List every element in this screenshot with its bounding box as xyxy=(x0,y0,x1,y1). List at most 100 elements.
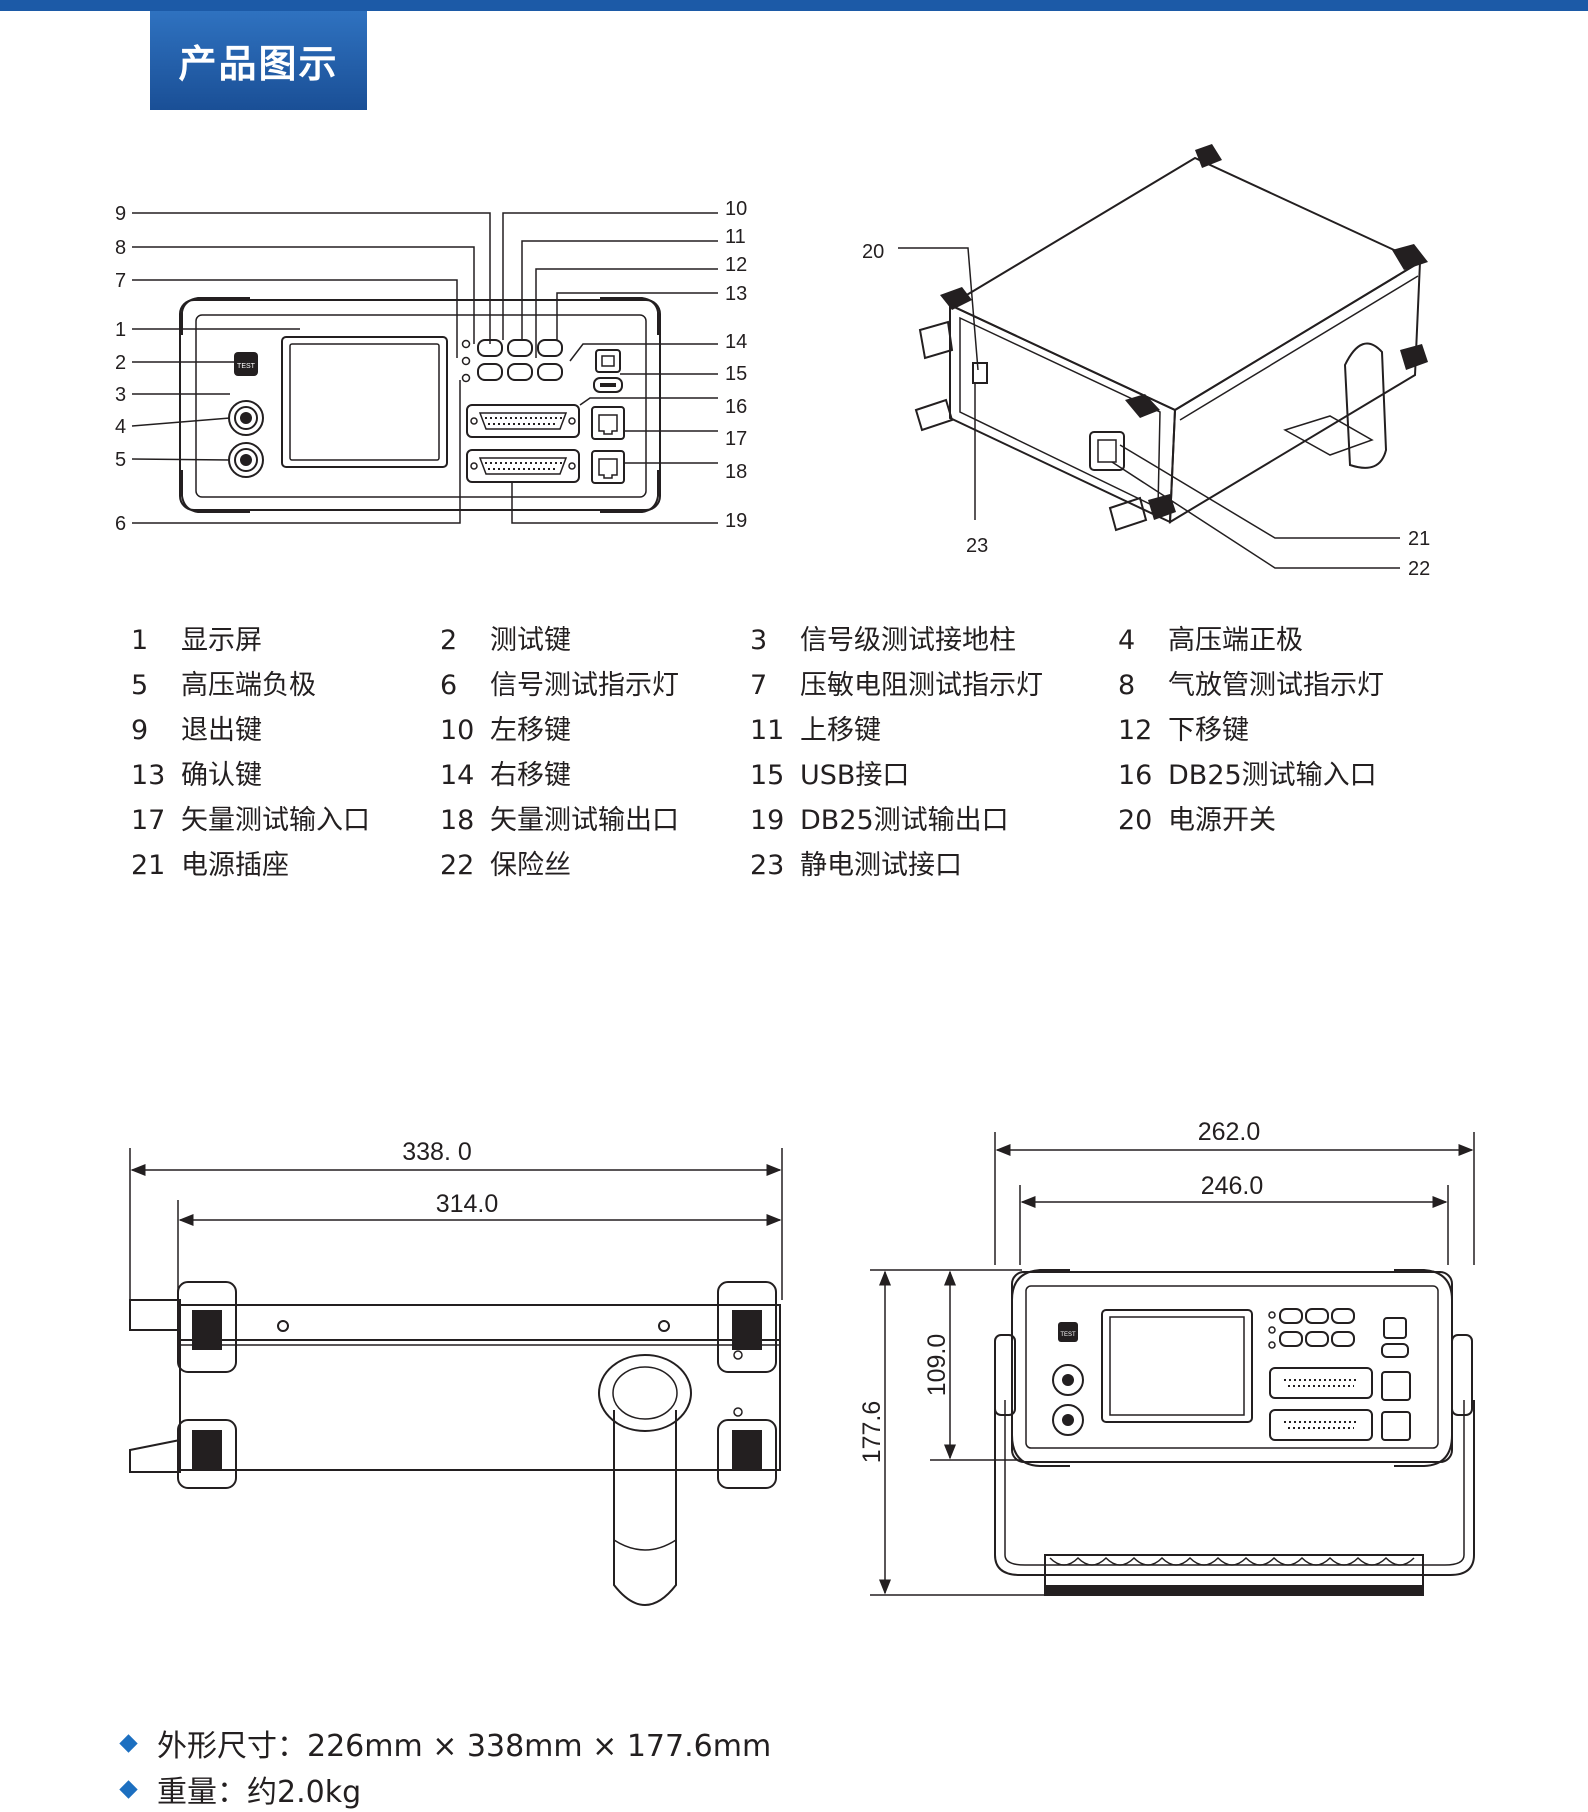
callout-9: 9 xyxy=(115,203,126,225)
legend-number: 11 xyxy=(750,715,785,746)
legend-number: 4 xyxy=(1118,625,1136,656)
down-key xyxy=(507,363,533,381)
legend-number: 9 xyxy=(131,715,149,746)
legend-item-4: 4 高压端正极 xyxy=(1118,618,1303,657)
dim-label-177: 177.6 xyxy=(858,1401,886,1464)
legend-item-7: 7 压敏电阻测试指示灯 xyxy=(750,663,1043,702)
led-gas-tube xyxy=(461,339,471,349)
spec-weight: 重量：约2.0kg xyxy=(118,1766,771,1812)
callout-17: 17 xyxy=(725,428,747,450)
legend-label: 静电测试接口 xyxy=(800,850,962,881)
display-screen xyxy=(281,336,448,468)
db25-input-port xyxy=(466,404,580,438)
callout-3: 3 xyxy=(115,384,126,406)
dim-label-262: 262.0 xyxy=(1198,1118,1261,1146)
diamond-bullet-icon xyxy=(119,1779,138,1799)
legend-label: 信号测试指示灯 xyxy=(490,670,679,701)
legend-number: 6 xyxy=(440,670,458,701)
legend-item-16: 16 DB25测试输入口 xyxy=(1118,753,1377,792)
legend-item-11: 11 上移键 xyxy=(750,708,881,747)
page-title: 产品图示 xyxy=(150,11,367,110)
callout-8: 8 xyxy=(115,237,126,259)
side-view xyxy=(129,1281,781,1606)
legend-item-9: 9 退出键 xyxy=(131,708,262,747)
legend-number: 19 xyxy=(750,805,785,836)
diamond-bullet-icon xyxy=(119,1733,138,1753)
test-key-label: TEST xyxy=(237,363,256,370)
callout-18: 18 xyxy=(725,461,747,483)
callout-4: 4 xyxy=(115,416,126,438)
callout-7: 7 xyxy=(115,270,126,292)
test-key xyxy=(234,352,258,376)
static-port xyxy=(593,377,623,393)
legend-label: 测试键 xyxy=(490,625,571,656)
legend-label: 高压端正极 xyxy=(1168,625,1303,656)
legend-number: 14 xyxy=(440,760,475,791)
legend-label: 显示屏 xyxy=(181,625,262,656)
callout-12: 12 xyxy=(725,254,747,276)
top-accent-bar xyxy=(0,0,1588,11)
legend-number: 3 xyxy=(750,625,768,656)
legend-label: 退出键 xyxy=(181,715,262,746)
dim-label-314: 314.0 xyxy=(436,1190,499,1218)
dim-label-246: 246.0 xyxy=(1201,1172,1264,1200)
legend-item-14: 14 右移键 xyxy=(440,753,571,792)
vector-input-port xyxy=(591,406,625,440)
spec-dimensions: 外形尺寸：226mm × 338mm × 177.6mm xyxy=(118,1720,771,1766)
front-panel-diagram: TEST xyxy=(115,198,747,535)
legend-label: 高压端负极 xyxy=(181,670,316,701)
db25-output-port xyxy=(466,449,580,483)
callout-13: 13 xyxy=(725,283,747,305)
up-key xyxy=(507,339,533,357)
callout-5: 5 xyxy=(115,449,126,471)
callout-2: 2 xyxy=(115,352,126,374)
legend-item-20: 20 电源开关 xyxy=(1118,798,1276,837)
legend-number: 15 xyxy=(750,760,785,791)
legend-number: 20 xyxy=(1118,805,1153,836)
legend-number: 23 xyxy=(750,850,785,881)
callout-lines-right xyxy=(502,212,718,524)
dimension-drawings: 338. 0 314.0 262.0 246.0 109.0 177.6 xyxy=(129,1118,1475,1606)
led-signal xyxy=(461,373,471,383)
legend-label: 保险丝 xyxy=(490,850,571,881)
legend-label: 信号级测试接地柱 xyxy=(800,625,1016,656)
legend-number: 16 xyxy=(1118,760,1153,791)
legend-label: 下移键 xyxy=(1168,715,1249,746)
legend-number: 21 xyxy=(131,850,166,881)
right-key xyxy=(537,363,563,381)
callout-lines-left xyxy=(131,212,491,524)
callout-15: 15 xyxy=(725,363,747,385)
led-varistor xyxy=(461,356,471,366)
front-view: TEST xyxy=(994,1269,1475,1596)
callout-1: 1 xyxy=(115,319,126,341)
legend-label: 电源开关 xyxy=(1168,805,1276,836)
legend-label: 矢量测试输入口 xyxy=(181,805,370,836)
callout-6: 6 xyxy=(115,513,126,535)
callout-16: 16 xyxy=(725,396,747,418)
front-panel-inner xyxy=(195,314,647,498)
legend-label: 上移键 xyxy=(800,715,881,746)
legend-item-15: 15 USB接口 xyxy=(750,753,909,792)
legend-item-3: 3 信号级测试接地柱 xyxy=(750,618,1016,657)
legend-number: 7 xyxy=(750,670,768,701)
confirm-key xyxy=(537,339,563,357)
legend-label: 压敏电阻测试指示灯 xyxy=(800,670,1043,701)
legend-label: 左移键 xyxy=(490,715,571,746)
dim-label-338: 338. 0 xyxy=(402,1138,472,1166)
legend-item-19: 19 DB25测试输出口 xyxy=(750,798,1009,837)
legend-label: DB25测试输出口 xyxy=(800,805,1009,836)
legend-label: 右移键 xyxy=(490,760,571,791)
legend-label: USB接口 xyxy=(800,760,910,791)
callout-10: 10 xyxy=(725,198,747,220)
legend-label: DB25测试输入口 xyxy=(1168,760,1377,791)
callout-19: 19 xyxy=(725,510,747,532)
